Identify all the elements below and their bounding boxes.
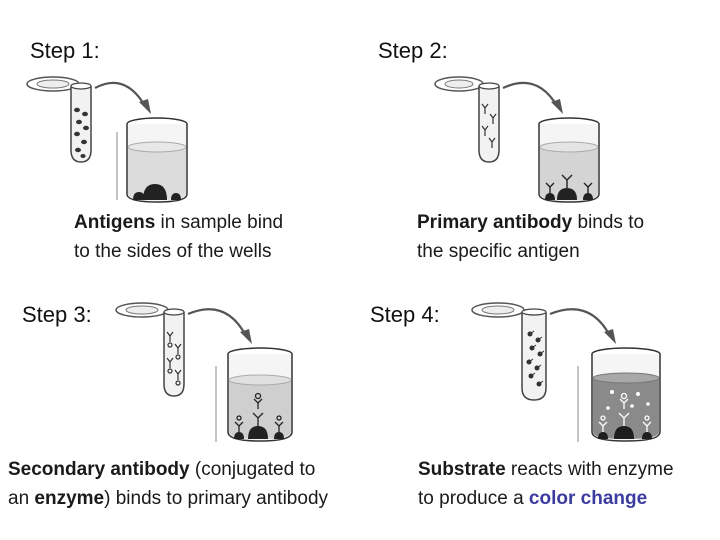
- step-1-caption: Antigens in sample bind to the sides of …: [74, 208, 283, 266]
- step-2-illustration: [434, 76, 600, 203]
- step-4-title: Step 4:: [370, 302, 440, 327]
- well-beaker-icon: [577, 347, 661, 442]
- step-1-caption-line-2: to the sides of the wells: [74, 241, 272, 262]
- antigens-term: Antigens: [74, 212, 156, 233]
- pour-arrow-icon: [94, 81, 151, 114]
- test-tube-icon: [115, 302, 185, 397]
- well-beaker-icon: [215, 347, 293, 442]
- test-tube-icon: [471, 302, 547, 401]
- step-1-illustration: [26, 76, 188, 203]
- pour-arrow-icon: [502, 81, 563, 114]
- secondary-antibody-term: Secondary antibody: [8, 459, 190, 480]
- step-3-caption: Secondary antibody (conjugated to an enz…: [8, 455, 328, 513]
- step-3-caption-line-2b: ) binds to primary antibody: [104, 488, 329, 509]
- step-3-title: Step 3:: [22, 302, 92, 327]
- substrate-term: Substrate: [418, 459, 506, 480]
- primary-antibody-term: Primary antibody: [417, 212, 573, 233]
- pour-arrow-icon: [187, 308, 252, 344]
- step-3-caption-line-1: (conjugated to: [189, 459, 316, 480]
- test-tube-icon: [434, 76, 500, 163]
- pour-arrow-icon: [549, 308, 616, 344]
- step-4-illustration: [471, 302, 661, 442]
- step-2-caption-line-1: binds to: [572, 212, 645, 233]
- color-change-term: color change: [528, 488, 648, 509]
- step-3-illustration: [115, 302, 293, 442]
- enzyme-term: enzyme: [34, 488, 105, 509]
- step-1-title: Step 1:: [30, 38, 100, 63]
- step-2-title: Step 2:: [378, 38, 448, 63]
- step-2-caption: Primary antibody binds to the specific a…: [417, 208, 644, 266]
- step-4-caption: Substrate reacts with enzyme to produce …: [418, 455, 674, 513]
- step-1-caption-line-1: in sample bind: [155, 212, 284, 233]
- step-3-caption-line-2a: an: [8, 488, 35, 509]
- step-2-caption-line-2: the specific antigen: [417, 241, 580, 262]
- well-beaker-icon: [538, 117, 600, 203]
- test-tube-icon: [26, 76, 92, 163]
- well-beaker-icon: [116, 117, 188, 203]
- step-4-caption-line-1: reacts with enzyme: [505, 459, 674, 480]
- step-4-caption-line-2a: to produce a: [418, 488, 529, 509]
